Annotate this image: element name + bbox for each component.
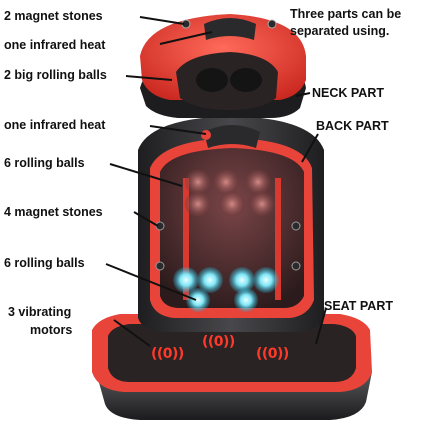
label-magnet-stones-back: 4 magnet stones (4, 205, 103, 219)
neck-part (140, 14, 306, 118)
label-rolling-balls-lower: 6 rolling balls (4, 256, 85, 270)
separation-note: Three parts can be separated using. (290, 6, 401, 40)
label-magnet-stones-top: 2 magnet stones (4, 9, 103, 23)
label-infrared-back: one infrared heat (4, 118, 106, 132)
back-magnet-stones (155, 221, 301, 271)
label-vibrating-line1: 3 vibrating (8, 305, 72, 319)
vibration-mark-left: ((0)) (151, 346, 184, 362)
vibration-mark-right: ((0)) (256, 346, 289, 362)
label-infrared-top: one infrared heat (4, 38, 106, 52)
label-neck-part: NECK PART (312, 86, 384, 100)
separation-note-line1: Three parts can be (290, 7, 402, 21)
label-seat-part: SEAT PART (324, 299, 393, 313)
separation-note-line2: separated using. (290, 24, 390, 38)
pointer-lines (105, 16, 327, 347)
seat-part (92, 314, 372, 420)
label-vibrating-line2: motors (30, 323, 73, 337)
label-rolling-balls-upper: 6 rolling balls (4, 156, 85, 170)
label-back-part: BACK PART (316, 119, 389, 133)
vibration-mark-center: ((0)) (202, 334, 235, 350)
label-big-rolling-balls: 2 big rolling balls (4, 68, 107, 82)
lower-rolling-balls (173, 267, 279, 312)
upper-rolling-balls (185, 169, 275, 217)
